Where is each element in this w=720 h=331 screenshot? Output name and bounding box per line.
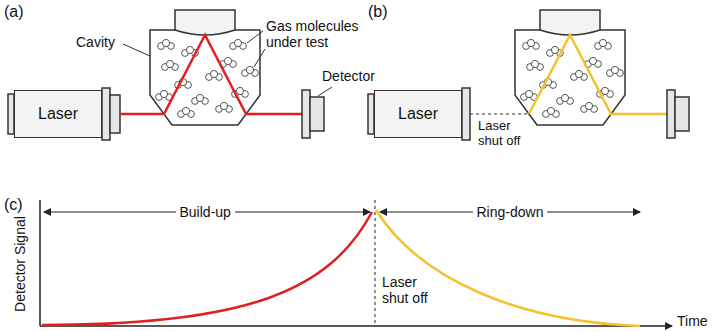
laser-box: Laser xyxy=(14,90,102,138)
axis-label: Detector Signal xyxy=(12,216,28,312)
chart-axes xyxy=(40,200,672,326)
laser-flanges xyxy=(8,88,120,140)
build-up-curve xyxy=(42,212,372,325)
laser-box: Laser xyxy=(374,90,462,138)
shut-off-beam xyxy=(470,114,529,115)
detector-symbol xyxy=(667,90,689,138)
node-label: Laser xyxy=(398,105,438,123)
panel-letter: (b) xyxy=(368,3,388,21)
ring-down-curve xyxy=(376,210,640,326)
callout-label: Gas molecules under test xyxy=(266,18,366,50)
phase-label: Ring-down xyxy=(473,204,548,220)
state-note: Laser shut off xyxy=(382,274,442,306)
decaying-beam xyxy=(529,35,667,114)
panel-letter: (a) xyxy=(4,3,24,21)
panel-letter: (c) xyxy=(4,196,23,214)
callout-label: Cavity xyxy=(76,34,115,50)
callout-label: Detector xyxy=(322,68,375,84)
detector-symbol xyxy=(302,90,324,138)
laser-flanges xyxy=(368,88,470,140)
shut-off-marker xyxy=(375,200,376,326)
state-note: Laser shut off xyxy=(478,119,532,149)
cavity-mirror xyxy=(175,10,235,35)
phase-label: Build-up xyxy=(176,204,235,220)
axis-label: Time xyxy=(677,313,708,329)
cavity-mirror xyxy=(540,10,600,35)
node-label: Laser xyxy=(38,105,78,123)
